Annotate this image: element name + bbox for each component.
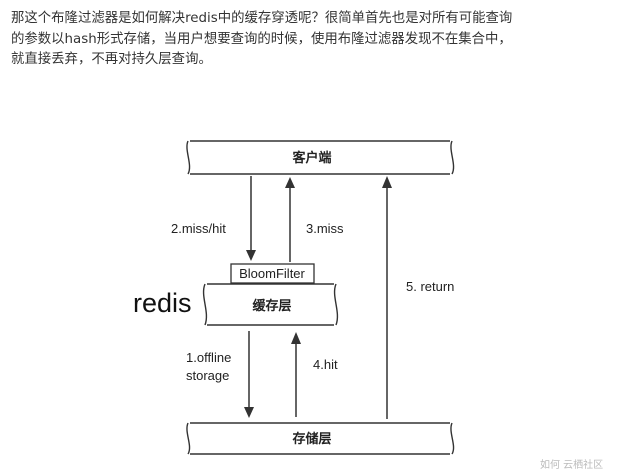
arrow-hit: 4.hit bbox=[291, 332, 338, 417]
description-paragraph: 那这个布隆过滤器是如何解决redis中的缓存穿透呢？很简单首先也是对所有可能查询… bbox=[11, 9, 611, 71]
arrow-label-miss-hit: 2.miss/hit bbox=[171, 221, 226, 236]
arrow-miss: 3.miss bbox=[285, 177, 344, 262]
client-label: 客户端 bbox=[292, 150, 331, 166]
cache-label: 缓存层 bbox=[252, 298, 291, 314]
storage-label: 存储层 bbox=[292, 431, 331, 447]
arrow-label-offline-2: storage bbox=[186, 368, 229, 383]
storage-box: 存储层 bbox=[186, 422, 455, 455]
arrow-return: 5. return bbox=[382, 176, 454, 419]
arrow-offline-storage: 1.offline storage bbox=[186, 331, 254, 418]
bloom-filter-box: BloomFilter bbox=[230, 263, 315, 284]
client-box: 客户端 bbox=[186, 140, 455, 175]
redis-label: redis bbox=[133, 288, 192, 318]
watermark: 如何 云栖社区 bbox=[540, 458, 603, 471]
description-line-2: 的参数以hash形式存储，当用户想要查询的时候，使用布隆过滤器发现不在集合中， bbox=[11, 31, 512, 47]
bloom-filter-label: BloomFilter bbox=[239, 266, 305, 281]
arrow-miss-hit: 2.miss/hit bbox=[171, 176, 256, 261]
arrow-label-miss: 3.miss bbox=[306, 221, 344, 236]
description-line-3: 就直接丢弃，不再对持久层查询。 bbox=[11, 52, 212, 67]
description-line-1: 那这个布隆过滤器是如何解决redis中的缓存穿透呢？很简单首先也是对所有可能查询 bbox=[11, 11, 513, 26]
arrow-label-hit: 4.hit bbox=[313, 357, 338, 372]
arrow-label-offline-1: 1.offline bbox=[186, 350, 231, 365]
cache-box: 缓存层 bbox=[202, 283, 339, 326]
arrow-label-return: 5. return bbox=[406, 279, 454, 294]
